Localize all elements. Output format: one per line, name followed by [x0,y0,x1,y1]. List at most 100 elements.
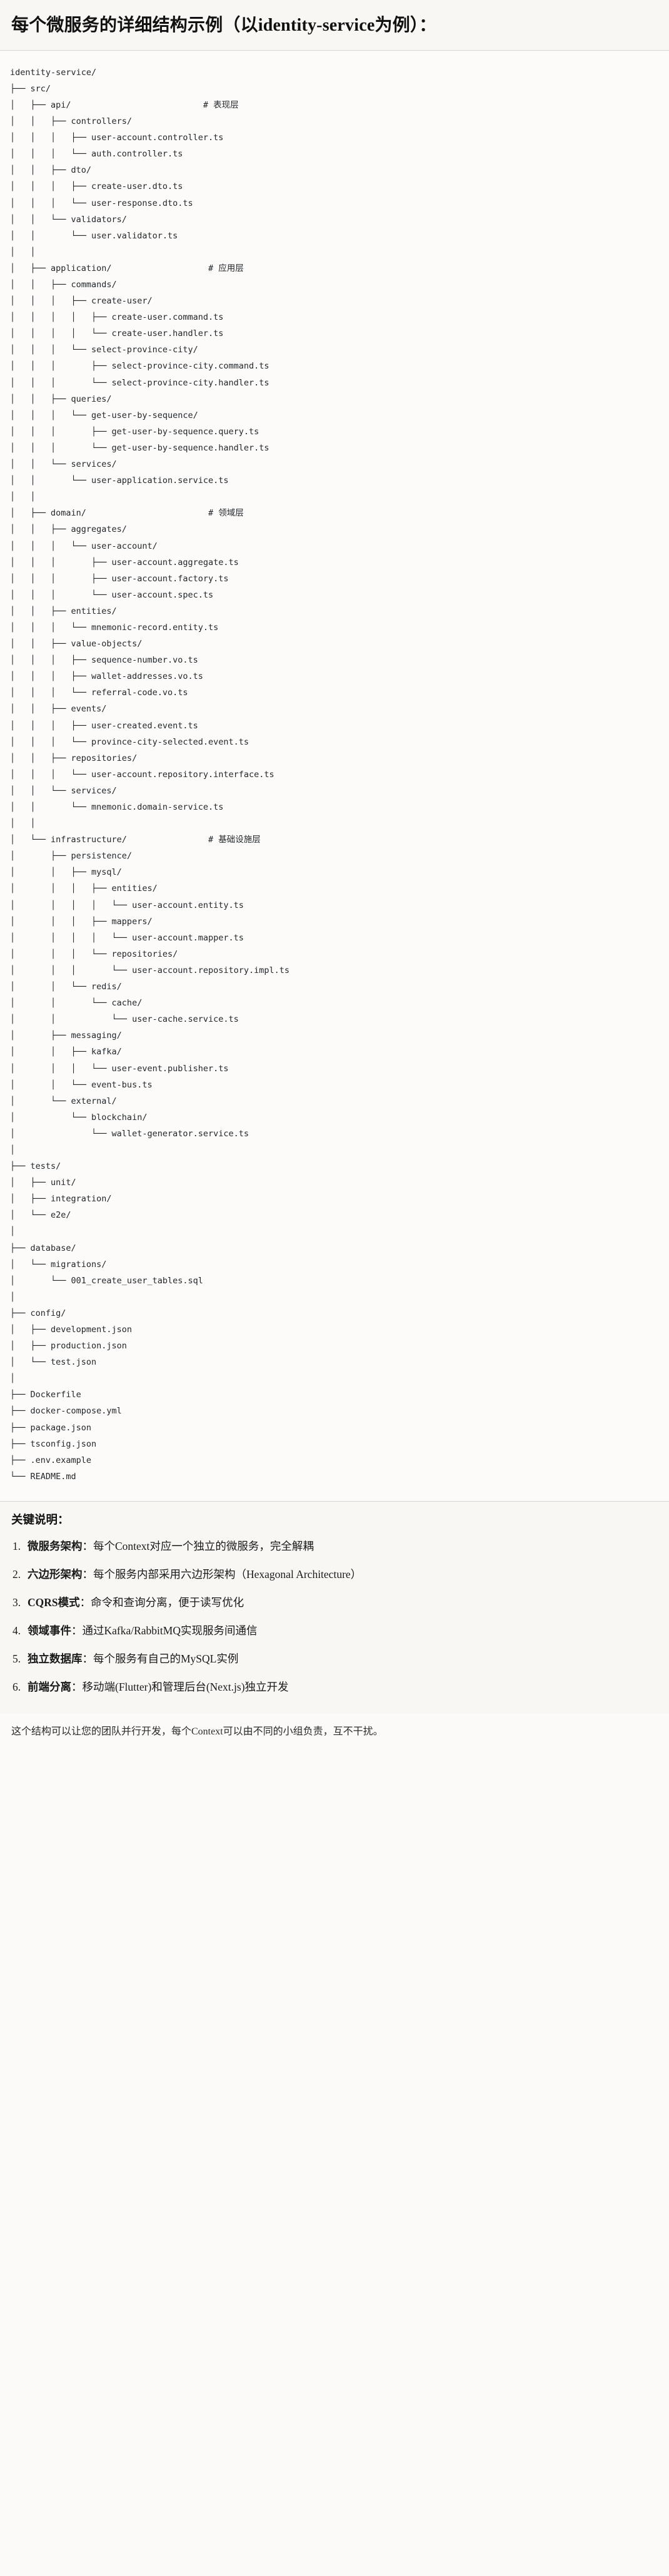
tree-line: ├── Dockerfile [10,1390,81,1400]
tree-line: │ └── test.json [10,1357,97,1368]
tree-line: └── README.md [10,1471,76,1482]
tree-line: │ ├── messaging/ [10,1031,122,1041]
tree-line: │ ├── development.json [10,1325,133,1335]
tree-line: │ │ └── event-bus.ts [10,1079,153,1090]
directory-tree: identity-service/ ├── src/ │ ├── api/ # 表现… [10,64,659,1485]
tree-line: │ │ │ ├── user-created.event.ts [10,720,198,731]
tree-line: │ └── migrations/ [10,1259,107,1270]
tree-line: │ │ ├── kafka/ [10,1047,122,1057]
tree-line: │ │ │ └── auth.controller.ts [10,149,183,160]
key-note-item: 独立数据库：每个服务有自己的MySQL实例 [11,1651,658,1667]
tree-line: │ │ └── services/ [10,459,117,470]
tree-line: ├── .env.example [10,1455,92,1465]
tree-line: │ ├── domain/ # 领域层 [10,508,244,519]
tree-line: │ │ │ ├── user-account.aggregate.ts [10,557,239,568]
directory-tree-code: identity-service/ ├── src/ │ ├── api/ # 表现… [10,64,659,1485]
tree-line: ├── config/ [10,1308,66,1318]
tree-line: │ ├── unit/ [10,1178,76,1188]
tree-line: │ │ ├── controllers/ [10,116,133,127]
tree-line: ├── docker-compose.yml [10,1406,122,1417]
tree-line: ├── src/ [10,83,51,94]
tree-line: ├── tsconfig.json [10,1438,97,1449]
tree-line: │ │ │ └── select-province-city.handler.t… [10,377,269,388]
key-note-item: CQRS模式：命令和查询分离，便于读写优化 [11,1594,658,1611]
tree-line: ├── database/ [10,1243,76,1253]
tree-line: │ │ └── user.validator.ts [10,230,178,241]
tree-line: │ ├── production.json [10,1341,127,1352]
key-note-separator: ： [82,1652,94,1666]
tree-line: │ │ └── validators/ [10,214,127,225]
tree-line: │ │ └── redis/ [10,982,122,992]
tree-line: │ [10,1226,16,1237]
key-notes-title: 关键说明： [11,1514,69,1527]
tree-line: │ │ │ └── select-province-city/ [10,345,198,355]
key-note-description: 移动端(Flutter)和管理后台(Next.js)独立开发 [82,1681,289,1694]
key-note-item: 领域事件：通过Kafka/RabbitMQ实现服务间通信 [11,1622,658,1639]
tree-line: │ │ │ │ ├── create-user.command.ts [10,312,224,323]
tree-bottom-divider [0,1500,669,1502]
tree-line: │ └── infrastructure/ # 基础设施层 [10,835,261,845]
tree-line: │ [10,1144,16,1155]
tree-line: │ │ │ ├── create-user/ [10,296,153,307]
key-note-term: 微服务架构 [28,1539,83,1552]
tree-line: │ │ ├── queries/ [10,394,112,404]
tree-line: │ │ ├── commands/ [10,280,117,290]
page-title: 每个微服务的详细结构示例（以identity-service为例）： [0,0,669,50]
document-page: 每个微服务的详细结构示例（以identity-service为例）： ident… [0,0,669,1753]
tree-line: │ │ └── mnemonic.domain-service.ts [10,802,224,813]
tree-line: │ │ │ │ └── user-account.entity.ts [10,900,244,910]
tree-line: │ │ │ └── referral-code.vo.ts [10,688,188,698]
tree-line: │ │ │ ├── create-user.dto.ts [10,181,183,192]
key-note-separator: ： [82,1567,94,1581]
tree-line: │ ├── persistence/ [10,851,133,862]
key-note-description: 命令和查询分离，便于读写优化 [91,1596,244,1609]
tree-line: │ │ ├── value-objects/ [10,639,143,649]
key-note-description: 每个服务有自己的MySQL实例 [93,1652,239,1666]
tree-line: │ │ │ └── user-response.dto.ts [10,198,193,208]
key-note-item: 前端分离：移动端(Flutter)和管理后台(Next.js)独立开发 [11,1679,658,1696]
tree-line: │ │ │ ├── entities/ [10,883,158,894]
tree-line: │ │ │ │ └── user-account.mapper.ts [10,932,244,943]
tree-line: │ │ ├── aggregates/ [10,524,127,535]
directory-tree-block: identity-service/ ├── src/ │ ├── api/ # 表现… [0,50,669,1501]
key-note-term: 前端分离 [28,1681,71,1694]
closing-paragraph: 这个结构可以让您的团队并行开发，每个Context可以由不同的小组负责，互不干扰… [0,1719,669,1754]
tree-line: │ │ [10,492,36,502]
tree-line: │ [10,1373,16,1384]
tree-line: │ │ │ └── mnemonic-record.entity.ts [10,622,219,633]
tree-line: identity-service/ [10,67,97,78]
tree-line: │ │ │ ├── mappers/ [10,916,153,927]
tree-line: │ ├── api/ # 表现层 [10,99,239,110]
tree-line: │ │ └── cache/ [10,998,143,1009]
tree-line: │ │ [10,818,36,829]
tree-line: │ │ │ └── user-account.spec.ts [10,589,214,600]
tree-line: │ │ ├── mysql/ [10,867,122,878]
key-note-term: 六边形架构 [28,1567,83,1581]
tree-line: │ │ │ └── repositories/ [10,949,178,959]
tree-line: ├── tests/ [10,1161,61,1172]
tree-line: │ │ │ └── user-event.publisher.ts [10,1063,229,1074]
tree-line: │ │ │ ├── select-province-city.command.t… [10,361,269,372]
key-note-item: 微服务架构：每个Context对应一个独立的微服务，完全解耦 [11,1538,658,1555]
title-divider [0,49,669,51]
tree-line: │ │ └── services/ [10,785,117,796]
tree-line: │ │ │ │ └── create-user.handler.ts [10,328,224,339]
tree-line: │ │ │ ├── wallet-addresses.vo.ts [10,671,203,682]
key-note-term: 独立数据库 [28,1652,83,1666]
tree-line: │ │ │ ├── get-user-by-sequence.query.ts [10,426,259,437]
tree-line: │ │ │ └── province-city-selected.event.t… [10,736,249,747]
key-note-item: 六边形架构：每个服务内部采用六边形架构（Hexagonal Architectu… [11,1566,658,1583]
tree-line: │ │ └── user-application.service.ts [10,476,229,486]
key-note-term: CQRS模式 [28,1596,80,1609]
tree-line: │ │ │ ├── sequence-number.vo.ts [10,655,198,666]
key-note-description: 通过Kafka/RabbitMQ实现服务间通信 [82,1624,258,1637]
tree-line: │ │ │ ├── user-account.controller.ts [10,133,224,143]
key-note-separator: ： [71,1624,83,1637]
tree-line: │ │ │ └── user-account/ [10,541,158,551]
tree-line: │ │ └── user-cache.service.ts [10,1014,239,1025]
tree-line: ├── package.json [10,1422,92,1433]
key-note-description: 每个Context对应一个独立的微服务，完全解耦 [93,1539,314,1552]
tree-line: │ │ │ └── get-user-by-sequence/ [10,410,198,420]
key-note-separator: ： [79,1596,91,1609]
tree-line: │ │ │ └── user-account.repository.impl.t… [10,965,290,975]
